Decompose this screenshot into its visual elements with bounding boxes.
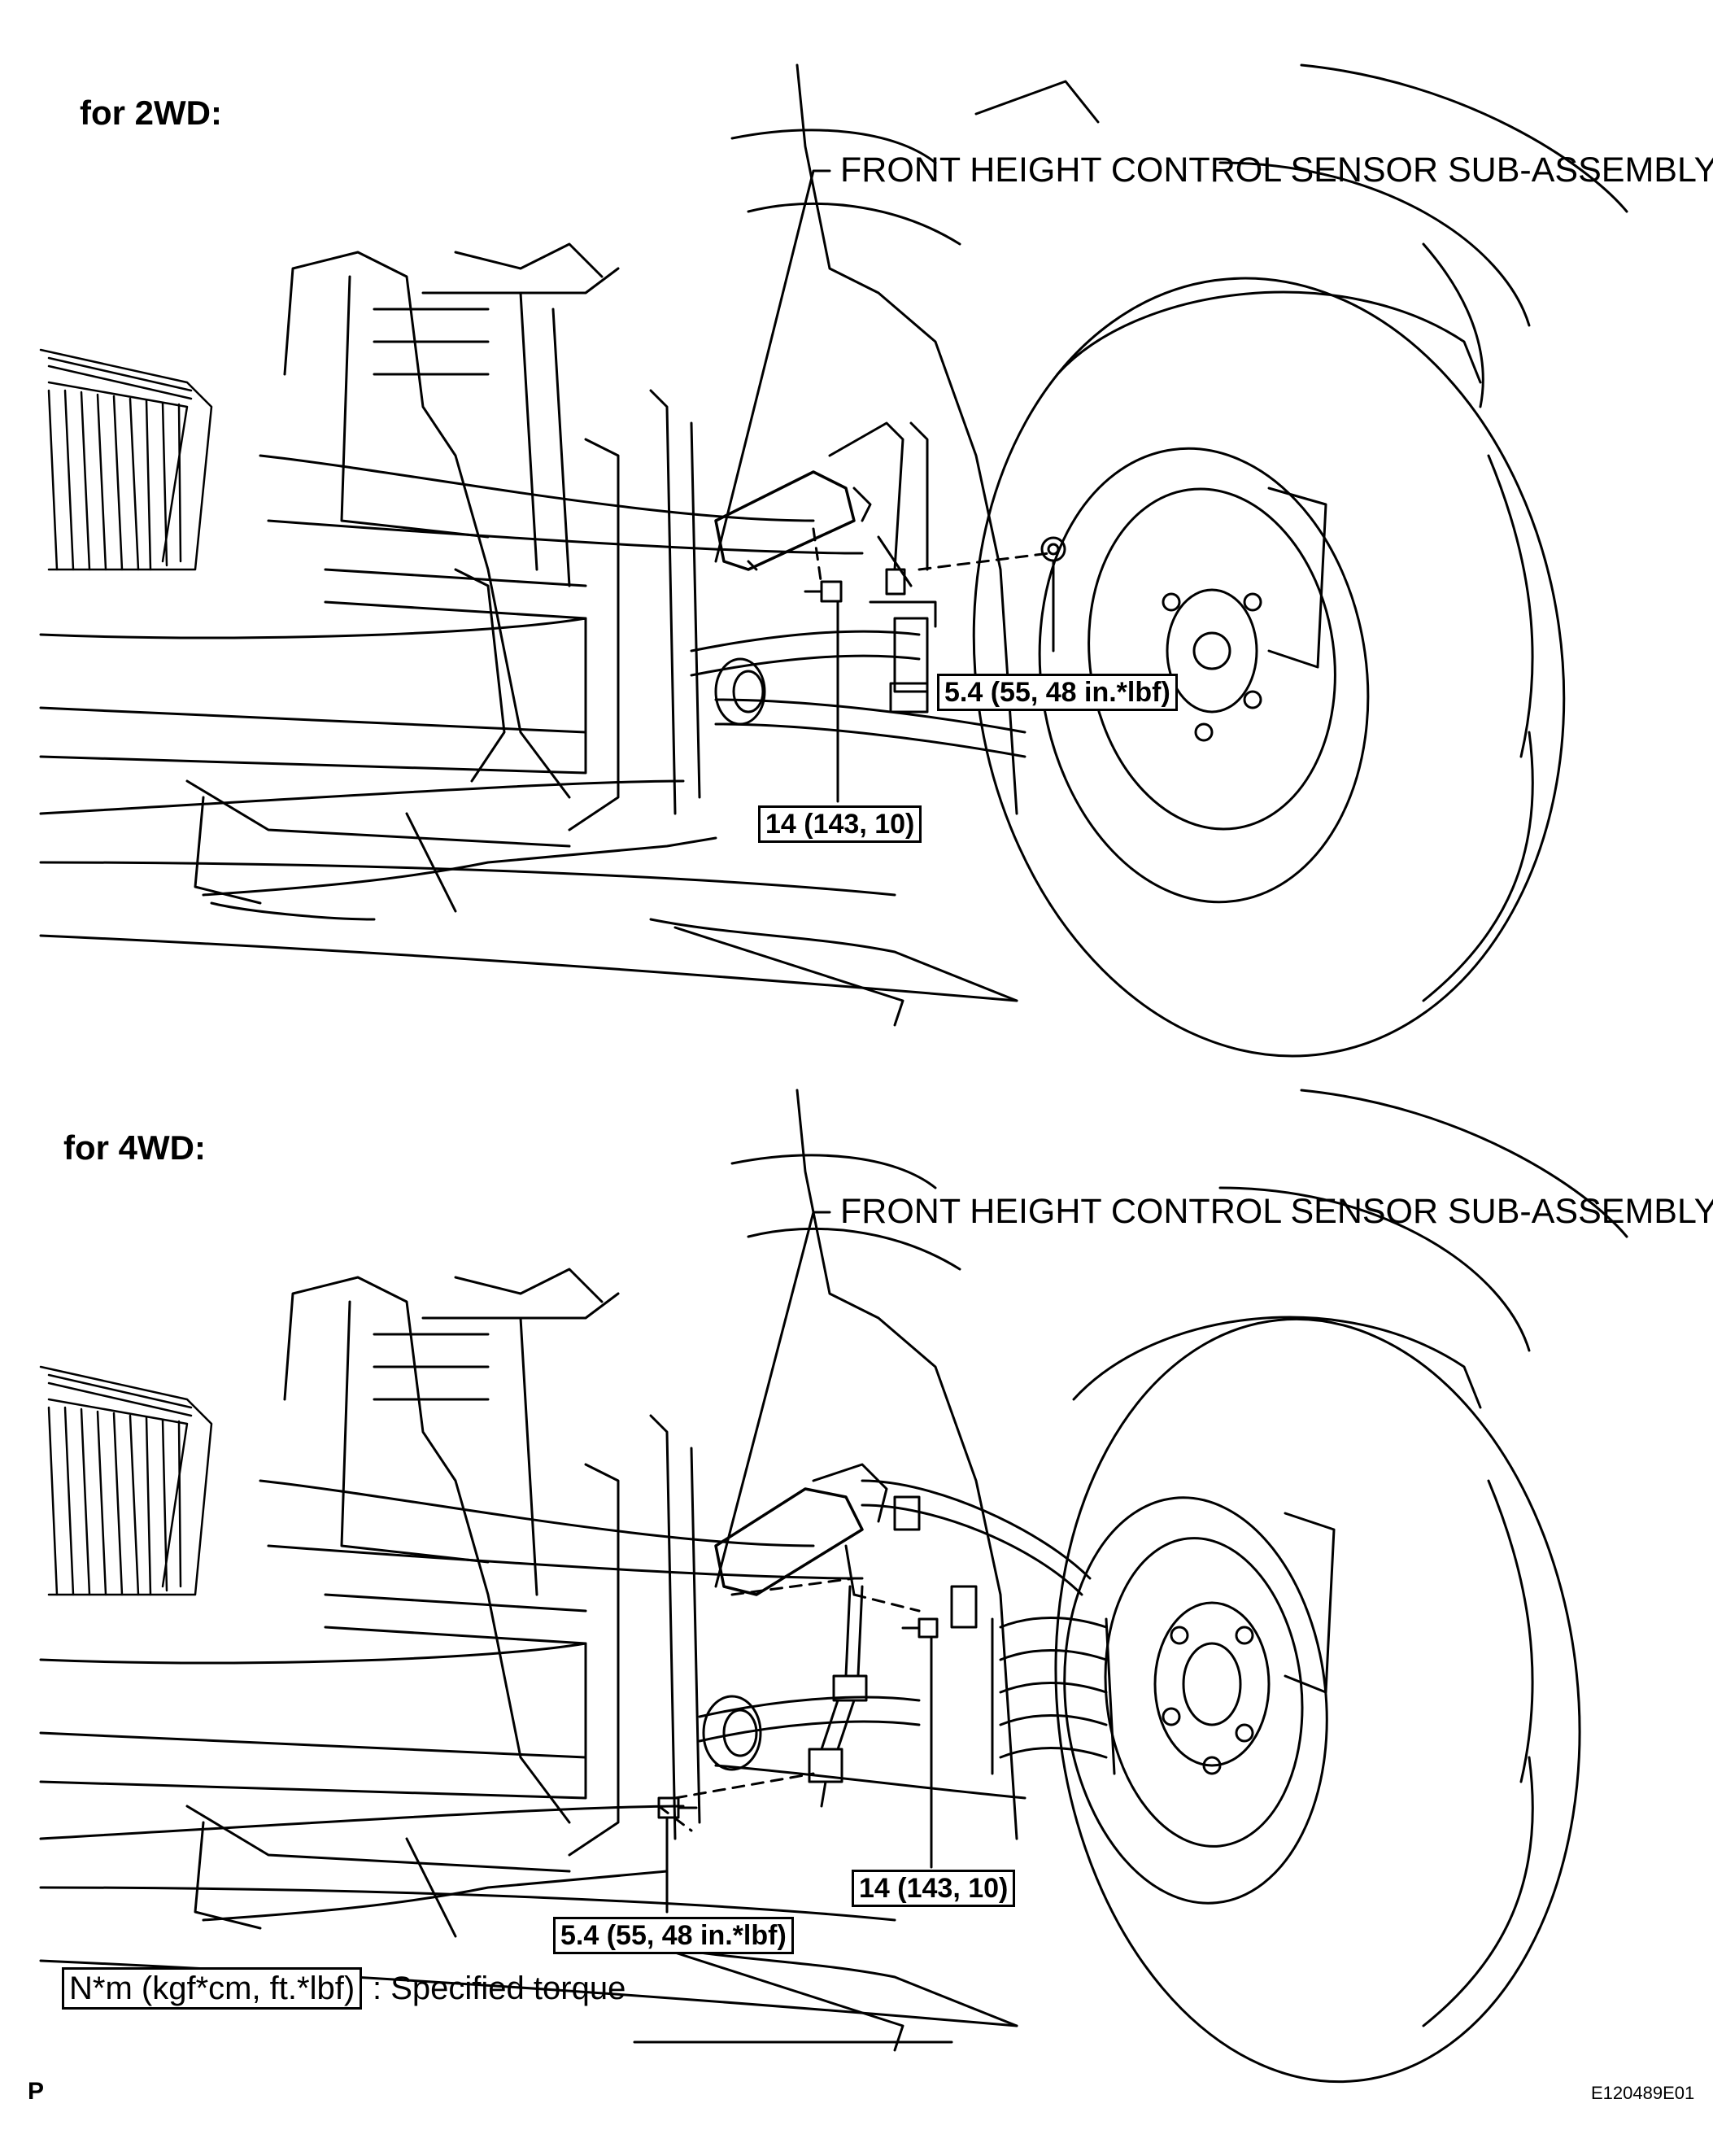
diagram-4wd-art (39, 1089, 1628, 2084)
grille-2wd (39, 348, 213, 571)
nut-2wd-b (1040, 536, 1066, 562)
diagram-4wd-part-label: FRONT HEIGHT CONTROL SENSOR SUB-ASSEMBLY (840, 1192, 1713, 1231)
legend-unit-box: N*m (kgf*cm, ft.*lbf) (62, 1967, 363, 2010)
diagram-2wd-torque-b: 14 (143, 10) (758, 805, 922, 843)
corner-mark: P (28, 2078, 45, 2105)
grille-4wd (39, 1365, 213, 1596)
bolt-2wd-a (804, 580, 843, 603)
diagram-2wd-art (39, 63, 1628, 1058)
diagram-2wd-heading: for 2WD: (80, 94, 222, 132)
stabilizer-link-2wd (889, 617, 929, 714)
leader-sensor-2wd (714, 169, 831, 563)
legend-description: : Specified torque (373, 1971, 626, 2006)
diagram-4wd-heading: for 4WD: (63, 1128, 206, 1167)
sensor-bracket-4wd (714, 1487, 864, 1596)
leader-sensor-4wd (714, 1211, 831, 1588)
diagram-4wd-torque-b: 5.4 (55, 48 in.*lbf) (553, 1917, 794, 1954)
sensor-bracket-2wd (714, 470, 856, 571)
bolt-4wd-b (657, 1796, 698, 1819)
diagram-2wd-torque-a: 5.4 (55, 48 in.*lbf) (937, 674, 1178, 711)
diagram-4wd-torque-a: 14 (143, 10) (852, 1870, 1016, 1907)
bolt-4wd-a (901, 1617, 939, 1639)
figure-code: E120489E01 (1591, 2083, 1695, 2103)
diagram-2wd-part-label: FRONT HEIGHT CONTROL SENSOR SUB-ASSEMBLY (840, 151, 1713, 190)
